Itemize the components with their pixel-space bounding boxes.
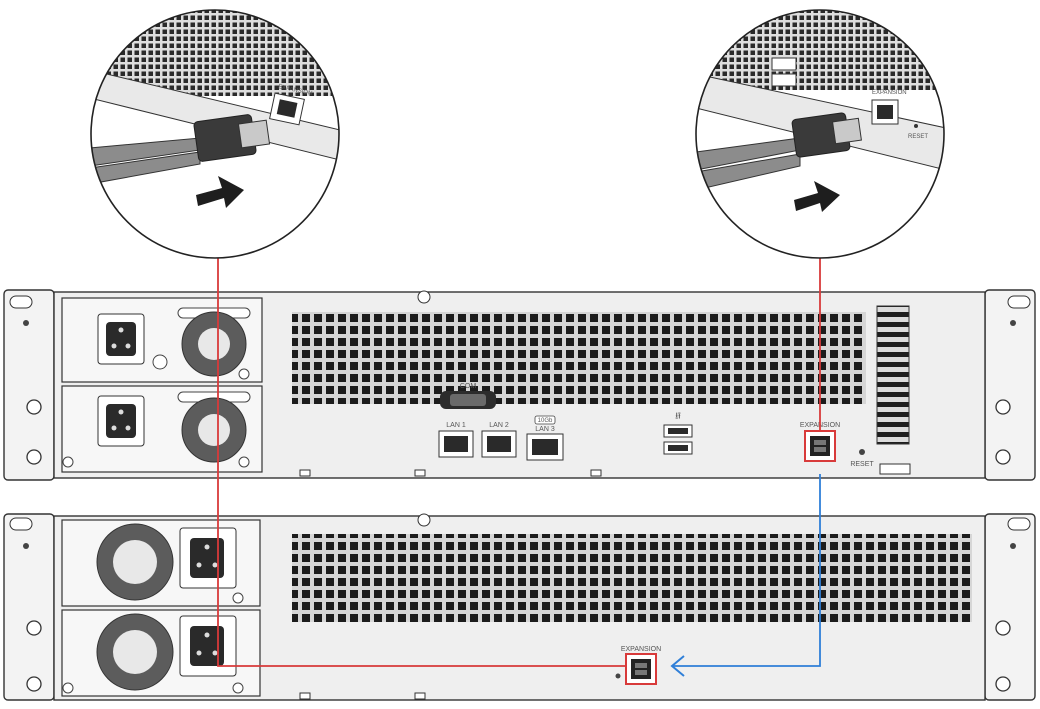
svg-text:LAN 2: LAN 2	[489, 422, 509, 429]
upper-unit: COM LAN 1 LAN 2 10Gb LAN 3 ⭿	[3, 289, 1036, 481]
usb-ports: ⭿	[663, 411, 693, 455]
com-label: COM	[460, 383, 477, 390]
upper-psu-2	[61, 385, 263, 473]
svg-text:10Gb: 10Gb	[538, 418, 553, 424]
lan-port-3: 10Gb LAN 3	[526, 415, 564, 461]
lower-vent-grid	[292, 534, 972, 622]
power-socket-icon	[106, 322, 136, 356]
power-socket-icon	[190, 538, 224, 578]
lower-psu-1	[61, 519, 261, 607]
screw-icon	[26, 620, 42, 636]
insert-arrow-icon	[794, 181, 840, 212]
upper-psu-1	[61, 297, 263, 383]
screw-icon	[995, 676, 1011, 692]
svg-text:LAN 3: LAN 3	[535, 426, 555, 433]
blue-arrow-icon	[670, 655, 685, 677]
screw-icon	[26, 399, 42, 415]
lan-port-2: LAN 2	[481, 422, 517, 458]
com-port: COM	[440, 383, 496, 409]
screw-icon	[26, 676, 42, 692]
reset-label: RESET	[850, 461, 874, 468]
svg-text:LAN 1: LAN 1	[446, 422, 466, 429]
usb-icon: ⭿	[675, 411, 681, 421]
lower-unit: EXPANSION	[3, 513, 1036, 701]
svg-text:EXPANSION: EXPANSION	[621, 646, 661, 653]
right-callout-expansion-label: EXPANSION	[872, 90, 907, 96]
power-socket-icon	[106, 404, 136, 438]
lower-right-rack-ear	[984, 513, 1036, 701]
upper-vent-grid	[292, 312, 866, 404]
screw-icon	[995, 620, 1011, 636]
lower-left-rack-ear	[3, 513, 55, 701]
screw-icon	[995, 399, 1011, 415]
right-callout: EXPANSION RESET	[695, 9, 945, 259]
screw-icon	[995, 449, 1011, 465]
lower-expansion-port: EXPANSION	[621, 646, 661, 685]
left-callout: EXPANSION	[90, 9, 340, 259]
red-expansion-cable	[217, 258, 626, 667]
lan-port-1: LAN 1	[438, 422, 474, 458]
insert-arrow-icon	[196, 176, 244, 208]
screw-icon	[26, 449, 42, 465]
upper-right-rack-ear	[984, 289, 1036, 481]
power-socket-icon	[190, 626, 224, 666]
lower-psu-2	[61, 609, 261, 697]
right-callout-reset-label: RESET	[908, 134, 928, 140]
blue-expansion-cable	[672, 474, 821, 667]
upper-side-slats	[876, 305, 910, 445]
